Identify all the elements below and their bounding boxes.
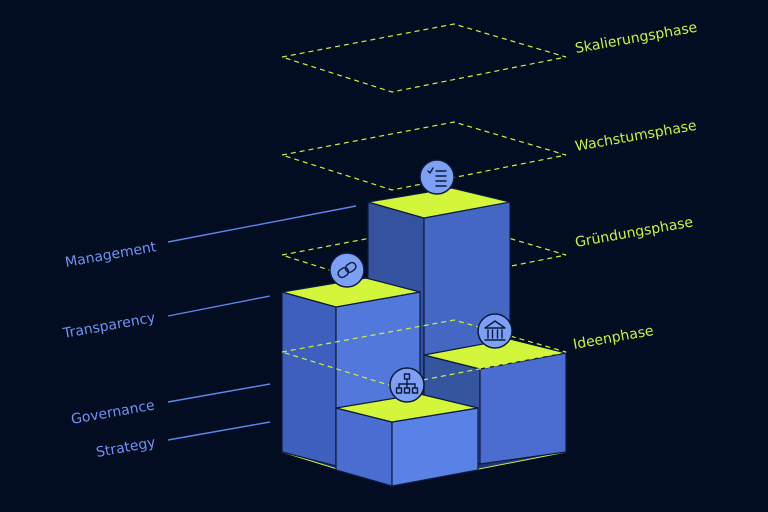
leader-line-transparency [167,295,271,317]
phase-label-skalierung: Skalierungsphase [574,20,699,57]
leader-line-management [167,205,357,243]
phase-label-ideen: Ideenphase [572,323,655,353]
phase-label-gruendung: Gründungsphase [574,214,694,250]
checklist-icon [419,159,455,195]
hierarchy-icon [389,367,425,403]
leader-line-governance [167,383,271,403]
phase-plane-skalierung [281,23,567,93]
phase-plane-ideen [281,319,567,387]
area-label-governance: Governance [70,398,156,428]
area-label-strategy: Strategy [95,435,157,461]
block-strategy [335,393,479,487]
phase-label-wachstum: Wachstumsphase [574,118,698,155]
leader-line-strategy [167,421,271,441]
chain-link-icon [329,252,365,288]
phase-plane-wachstum [281,121,567,191]
area-label-transparency: Transparency [61,310,157,342]
area-label-management: Management [64,239,158,271]
bank-building-icon [477,313,513,349]
